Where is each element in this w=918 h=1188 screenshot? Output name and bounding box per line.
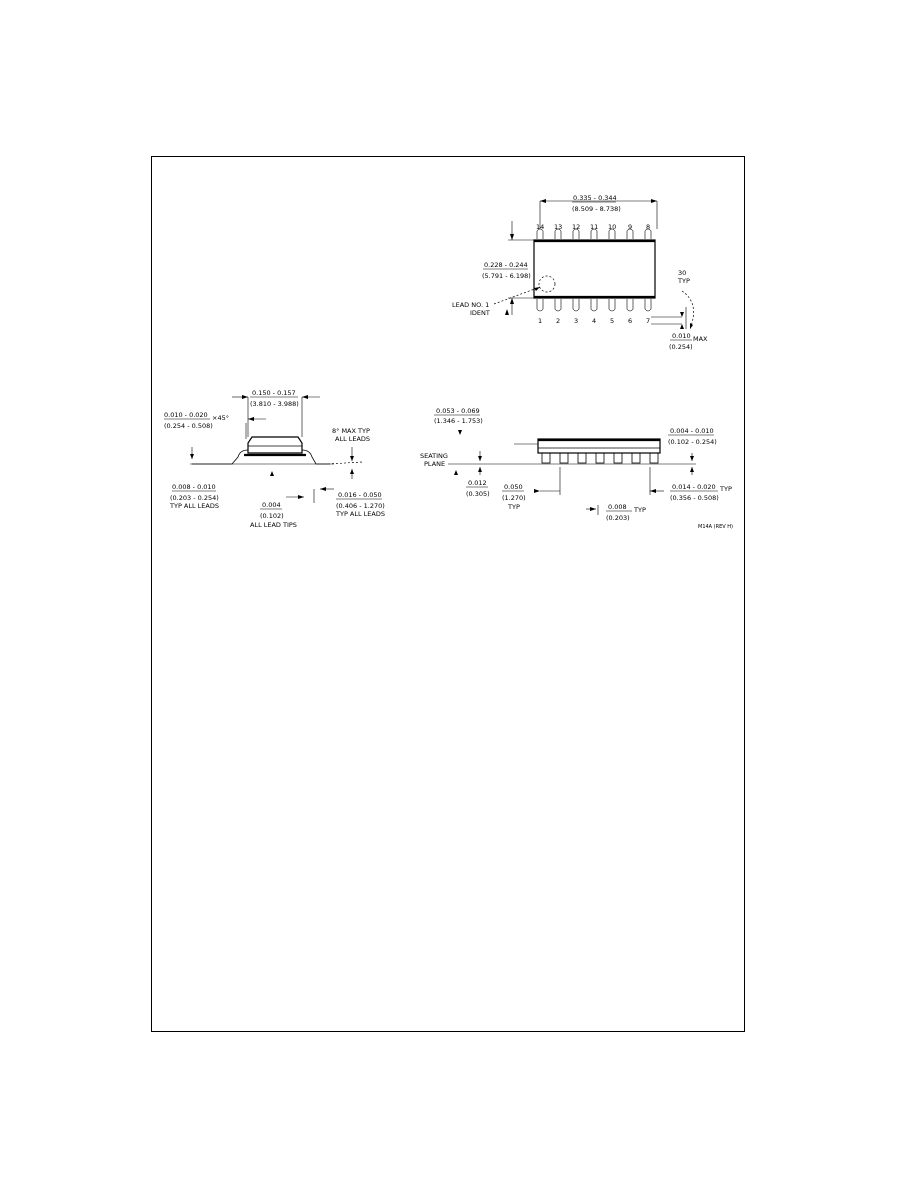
pin-2: 2: [556, 317, 560, 325]
dim-pitch-typ: TYP: [507, 503, 520, 511]
dim-foot-mm: (0.406 - 1.270): [336, 502, 385, 510]
dim-tip-mm: (0.102): [260, 512, 284, 520]
dim-gap-mm: (0.203): [606, 514, 630, 522]
dim-tip: 0.004: [262, 501, 281, 509]
end-view: 0.150 - 0.157 (3.810 - 3.988) 0.010 - 0.…: [164, 389, 385, 529]
dim-height-mm: (1.346 - 1.753): [434, 417, 483, 425]
dim-lead-thk-mm: (0.203 - 0.254): [170, 494, 219, 502]
lead-ident-line1: LEAD NO. 1: [452, 301, 489, 309]
dim-width: 0.228 - 0.244: [484, 261, 528, 269]
dim-lead-w-typ: TYP: [719, 485, 732, 493]
pin-1: 1: [538, 317, 542, 325]
angle-note-1: 8° MAX TYP: [332, 427, 370, 435]
dim-max: 0.010: [672, 332, 691, 340]
dim-a-mm: (0.305): [466, 490, 490, 498]
dim-max-mm: (0.254): [669, 343, 693, 351]
end-view-body: [247, 436, 303, 454]
angle-note-2: ALL LEADS: [335, 435, 370, 443]
dim-width-mm: (5.791 - 6.198): [482, 272, 531, 280]
drawing-frame: 14 13 12 11 10 9 8 1 2 3 4 5 6 7 0.335 -…: [151, 156, 745, 1032]
lead-ident-line2: IDENT: [470, 309, 490, 317]
dim-foot-note: TYP ALL LEADS: [335, 510, 385, 518]
dim-tip-note: ALL LEAD TIPS: [250, 521, 297, 529]
top-view-body: [533, 239, 656, 299]
pin-13: 13: [554, 223, 562, 231]
pin-12: 12: [572, 223, 580, 231]
dim-length-mm: (8.509 - 8.738): [572, 205, 621, 213]
dim-pitch: 0.050: [504, 483, 523, 491]
dim-pitch-mm: (1.270): [502, 494, 526, 502]
package-outline-drawing: 14 13 12 11 10 9 8 1 2 3 4 5 6 7 0.335 -…: [164, 194, 733, 530]
dim-chamfer-mm: (0.254 - 0.508): [164, 422, 213, 430]
side-view: SEATING PLANE 0.053 - 0.069 (1.346 - 1.7…: [420, 407, 733, 530]
dim-standoff-mm: (0.102 - 0.254): [668, 438, 717, 446]
pin-11: 11: [590, 223, 598, 231]
angle-30: 30: [678, 269, 686, 277]
top-view-leads-bottom: [536, 299, 652, 312]
pin1-marker: [538, 275, 556, 293]
top-view: 14 13 12 11 10 9 8 1 2 3 4 5 6 7 0.335 -…: [452, 194, 708, 351]
dim-body-mm: (3.810 - 3.988): [250, 400, 299, 408]
dim-gap: 0.008: [608, 503, 627, 511]
dim-lead-w: 0.014 - 0.020: [672, 483, 716, 491]
pin-4: 4: [592, 317, 596, 325]
pin-8: 8: [646, 223, 650, 231]
pin-7: 7: [646, 317, 650, 325]
dim-body: 0.150 - 0.157: [252, 389, 296, 397]
dim-lead-thk-note: TYP ALL LEADS: [169, 502, 219, 510]
dim-a: 0.012: [468, 479, 487, 487]
drawing-number: M14A (REV H): [698, 524, 733, 530]
dim-standoff: 0.004 - 0.010: [670, 427, 714, 435]
dim-gap-typ: TYP: [633, 506, 646, 514]
top-view-leads-top: [536, 228, 652, 239]
side-view-leads: [541, 452, 659, 464]
angle-typ: TYP: [677, 277, 690, 285]
dim-foot: 0.016 - 0.050: [338, 491, 382, 499]
dim-length: 0.335 - 0.344: [573, 194, 617, 202]
dim-height: 0.053 - 0.069: [436, 407, 480, 415]
seating-2: PLANE: [424, 460, 445, 468]
dim-lead-thk: 0.008 - 0.010: [172, 483, 216, 491]
dim-lead-w-mm: (0.356 - 0.508): [670, 494, 719, 502]
seating-1: SEATING: [420, 452, 448, 460]
pin-9: 9: [628, 223, 632, 231]
pin-5: 5: [610, 317, 614, 325]
pin-10: 10: [608, 223, 616, 231]
dim-max-suffix: MAX: [693, 335, 708, 343]
dim-chamfer: 0.010 - 0.020: [164, 411, 208, 419]
pin-3: 3: [574, 317, 578, 325]
chamfer-angle: ×45°: [212, 414, 229, 422]
pin-6: 6: [628, 317, 632, 325]
